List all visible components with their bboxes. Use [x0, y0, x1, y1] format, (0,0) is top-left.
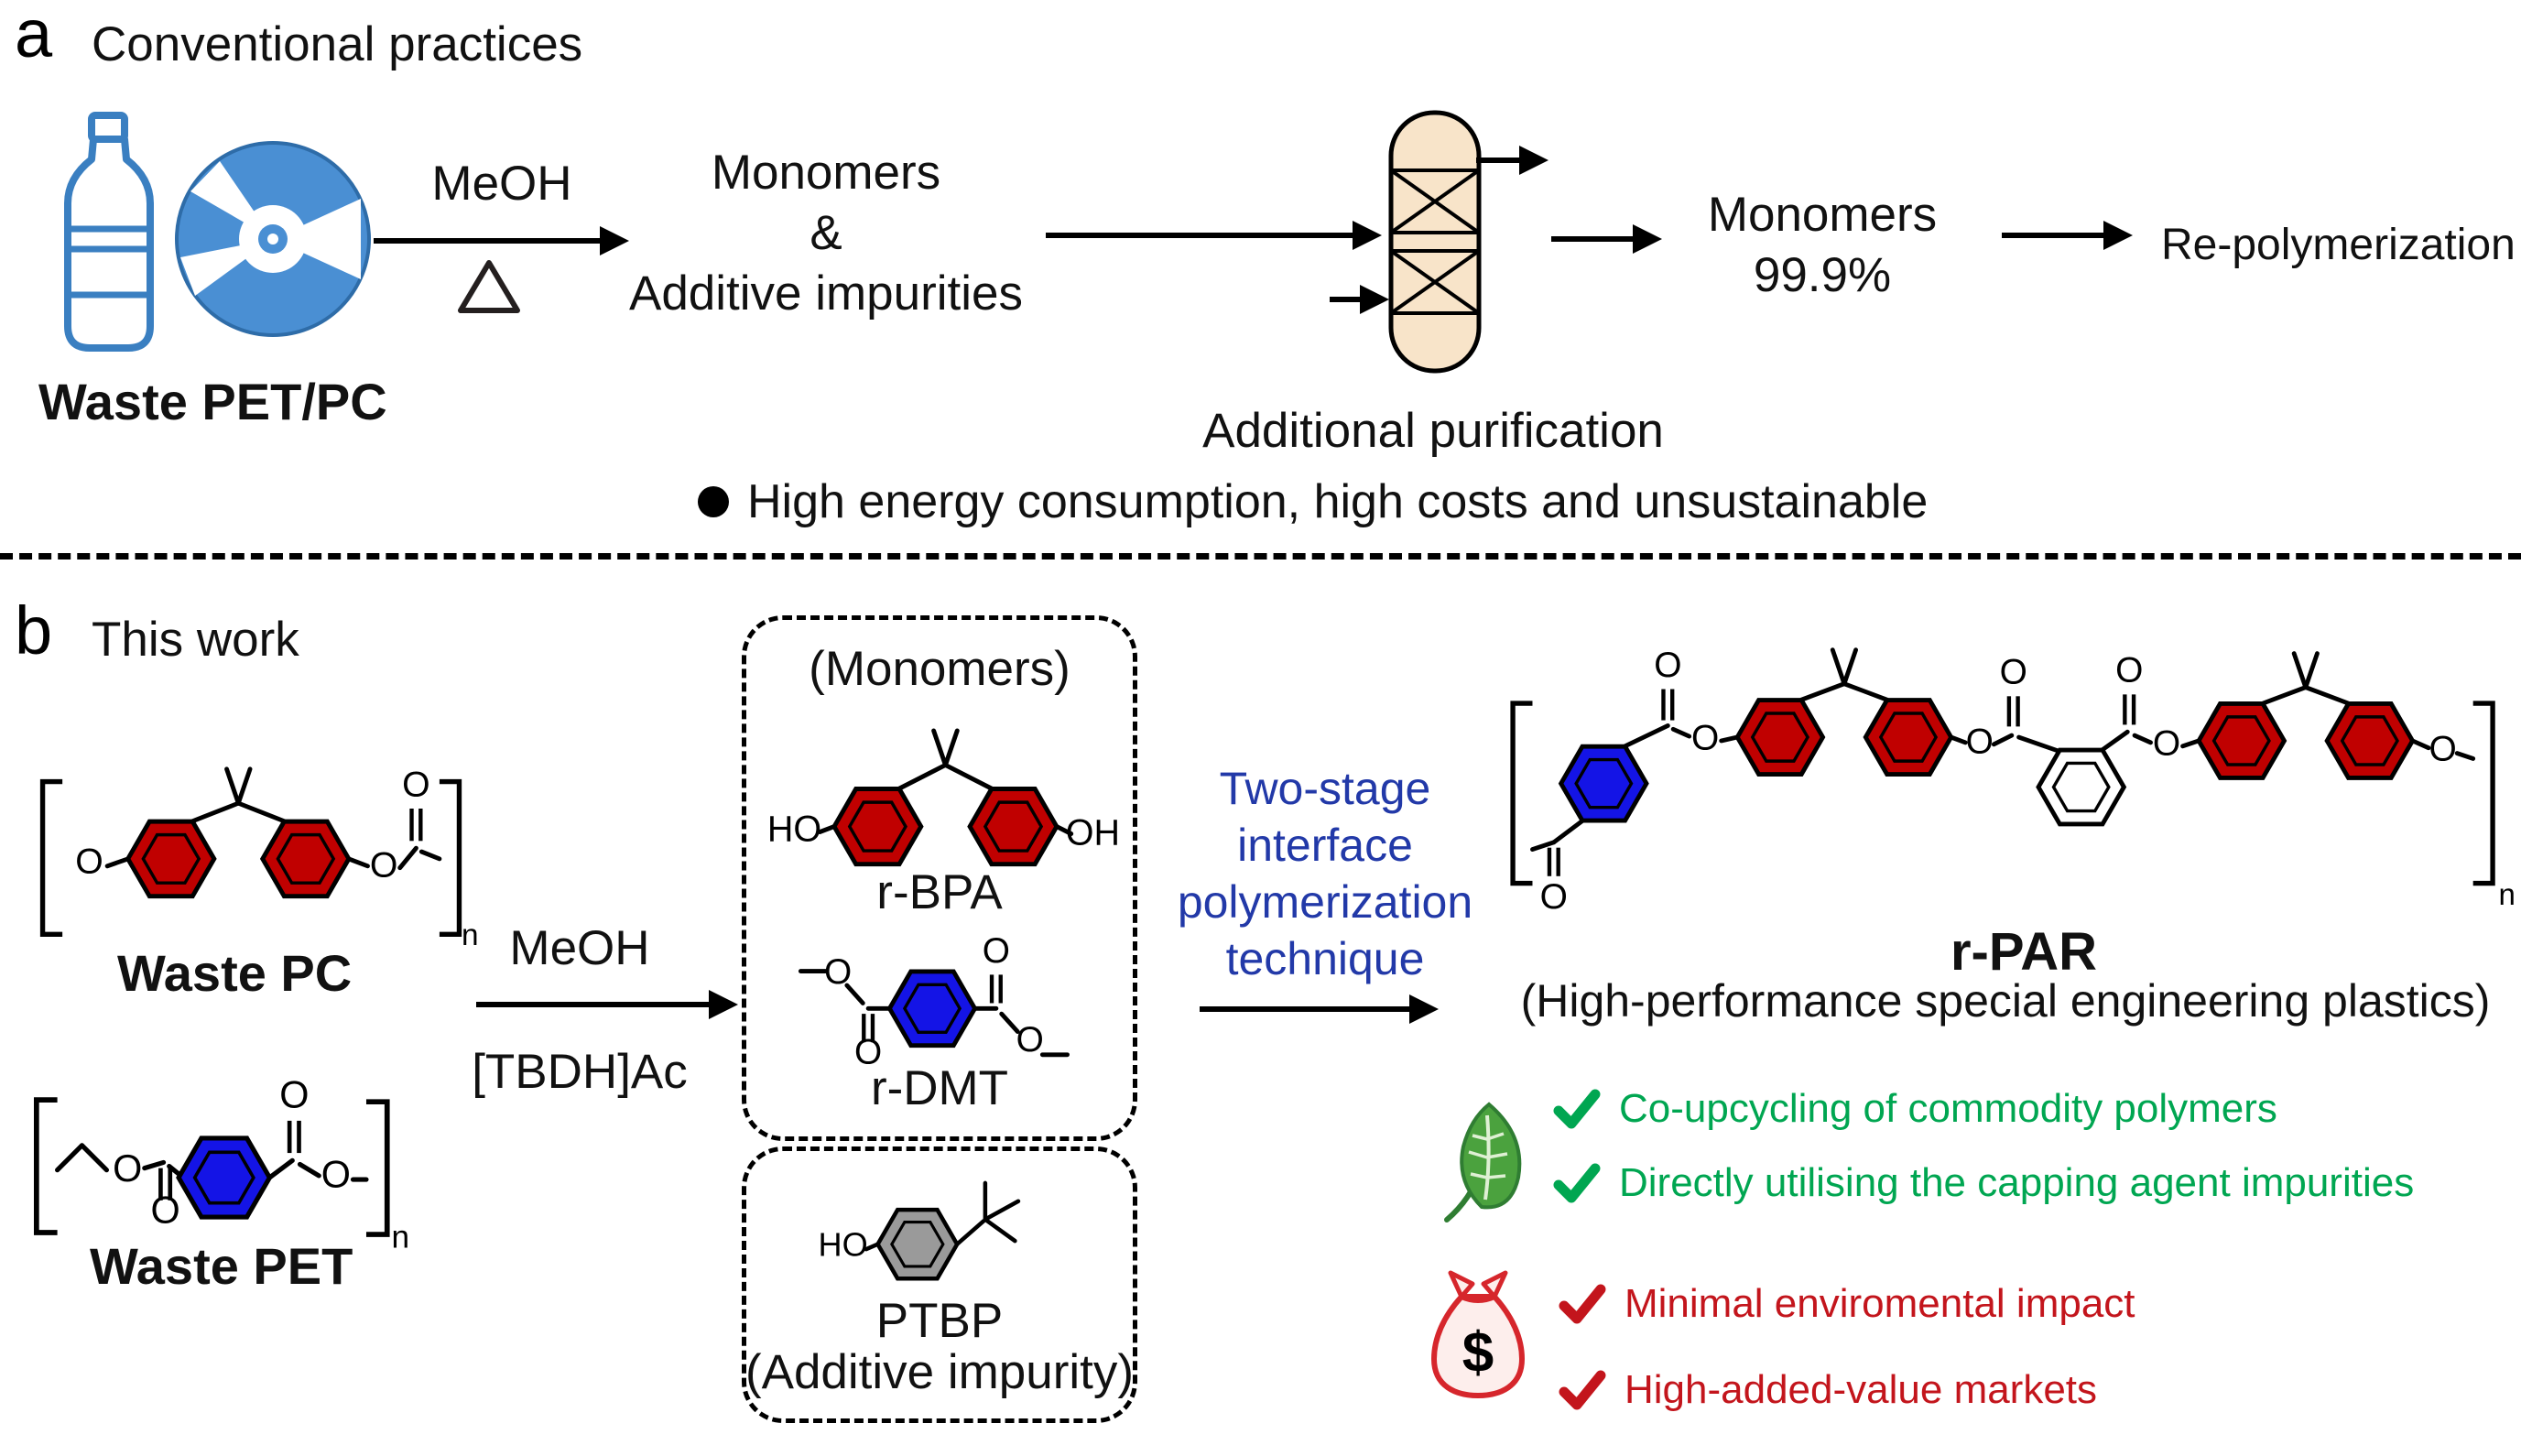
- technique-line-4: technique: [1225, 933, 1425, 984]
- green-point-text: Directly utilising the capping agent imp…: [1619, 1160, 2415, 1205]
- pure-monomers-text: Monomers 99.9%: [1708, 185, 1937, 306]
- rpar-label: r-PAR: [1950, 922, 2098, 982]
- leaf-icon: [1444, 1102, 1522, 1222]
- technique-line-2: interface: [1237, 820, 1413, 871]
- arrow-methanolysis-a: [374, 238, 601, 244]
- money-bag-icon: $: [1431, 1270, 1525, 1398]
- rdmt-label: r-DMT: [870, 1061, 1009, 1115]
- cd-icon: [175, 141, 371, 337]
- check-icon: [1559, 1370, 1606, 1410]
- red-point-text: Minimal enviromental impact: [1625, 1281, 2135, 1326]
- arrow-column-inlet: [1330, 297, 1361, 302]
- heat-triangle-icon: [458, 260, 520, 313]
- ptbp-structure: HO: [819, 1180, 1021, 1293]
- monomers-box: [742, 615, 1137, 1141]
- panel-a-letter: a: [15, 0, 53, 71]
- reagent-meoh-b: MeOH: [509, 921, 650, 975]
- monomers-box-title: (Monomers): [809, 642, 1070, 696]
- panel-b-title: This work: [92, 613, 299, 667]
- intermediate-line-1: Monomers: [711, 146, 941, 200]
- waste-petpc-label: Waste PET/PC: [38, 373, 387, 430]
- arrow-to-purification: [1046, 233, 1353, 238]
- rpar-structure: O O O O O O O O n: [1510, 646, 2516, 917]
- atom-label: HO: [819, 1225, 868, 1263]
- green-point-row: Directly utilising the capping agent imp…: [1553, 1159, 2414, 1207]
- red-point-row: High-added-value markets: [1559, 1366, 2097, 1414]
- atom-label: O: [279, 1073, 309, 1115]
- green-point-text: Co-upcycling of commodity polymers: [1619, 1086, 2277, 1131]
- check-icon: [1553, 1089, 1601, 1129]
- panel-divider: [0, 553, 2521, 560]
- repeat-subscript: n: [2498, 878, 2515, 912]
- atom-label: O: [983, 931, 1010, 971]
- atom-label: O: [75, 842, 103, 882]
- green-point-row: Co-upcycling of commodity polymers: [1553, 1085, 2277, 1133]
- atom-label: O: [2153, 724, 2180, 764]
- arrow-polymerization: [1200, 1006, 1410, 1012]
- waste-pet-label: Waste PET: [90, 1237, 353, 1295]
- drawback-text: High energy consumption, high costs and …: [747, 475, 1929, 528]
- arrow-to-pure-monomers: [1551, 236, 1634, 242]
- additive-box: [742, 1146, 1137, 1423]
- atom-label: O: [854, 1032, 882, 1071]
- technique-text: Two-stage interface polymerization techn…: [1178, 760, 1472, 987]
- additive-impurity-label: (Additive impurity): [744, 1345, 1135, 1399]
- rpar-subtitle: (High-performance special engineering pl…: [1520, 975, 2491, 1027]
- intermediate-text: Monomers & Additive impurities: [629, 143, 1023, 324]
- ptbp-label: PTBP: [875, 1294, 1004, 1348]
- waste-pc-label: Waste PC: [117, 944, 353, 1002]
- atom-label: O: [1016, 1020, 1044, 1059]
- red-point-text: High-added-value markets: [1625, 1367, 2098, 1412]
- pure-monomers-line-2: 99.9%: [1753, 248, 1892, 302]
- pure-monomers-line-1: Monomers: [1707, 188, 1938, 242]
- arrow-column-outlet: [1476, 158, 1520, 163]
- atom-label: O: [2115, 651, 2143, 690]
- rdmt-structure: O O O O: [798, 931, 1070, 1071]
- dollar-sign: $: [1462, 1321, 1494, 1385]
- atom-label: HO: [767, 809, 821, 849]
- atom-label: O: [1966, 723, 1994, 762]
- check-icon: [1553, 1163, 1601, 1203]
- repolymerization-label: Re-polymerization: [2161, 221, 2516, 269]
- red-point-row: Minimal enviromental impact: [1559, 1280, 2135, 1328]
- technique-line-1: Two-stage: [1219, 763, 1431, 814]
- atom-label: OH: [1066, 812, 1120, 853]
- panel-b-letter: b: [15, 592, 53, 668]
- atom-label: O: [2000, 653, 2027, 692]
- drawback-row: High energy consumption, high costs and …: [698, 474, 1928, 529]
- arrow-methanolysis-b: [476, 1002, 710, 1007]
- atom-label: O: [321, 1153, 351, 1195]
- reagent-tbdhac: [TBDH]Ac: [472, 1045, 688, 1099]
- atom-label: O: [2429, 729, 2456, 768]
- intermediate-line-3: Additive impurities: [628, 266, 1024, 321]
- distillation-column-icon: [1388, 110, 1482, 374]
- atom-label: O: [1691, 719, 1719, 758]
- intermediate-line-2: &: [810, 206, 842, 260]
- waste-pet-structure: O O O O n: [33, 1073, 409, 1255]
- atom-label: O: [1654, 646, 1681, 685]
- waste-pc-structure: O O O n: [39, 765, 479, 951]
- bottle-icon: [64, 112, 154, 352]
- technique-line-3: polymerization: [1177, 876, 1473, 928]
- reagent-meoh-a: MeOH: [431, 157, 572, 211]
- atom-label: O: [113, 1147, 142, 1190]
- panel-a-title: Conventional practices: [92, 17, 583, 71]
- purification-label: Additional purification: [1202, 404, 1664, 458]
- bullet-dot-icon: [698, 486, 729, 517]
- rbpa-structure: HO OH: [767, 728, 1120, 876]
- repeat-subscript: n: [462, 918, 479, 951]
- check-icon: [1559, 1284, 1606, 1324]
- atom-label: O: [370, 846, 398, 886]
- atom-label: O: [1540, 877, 1568, 917]
- repeat-subscript: n: [391, 1220, 409, 1255]
- atom-label: O: [402, 765, 429, 804]
- atom-label: O: [150, 1190, 179, 1232]
- arrow-to-repolymerization: [2002, 233, 2104, 238]
- rbpa-label: r-BPA: [876, 865, 1003, 919]
